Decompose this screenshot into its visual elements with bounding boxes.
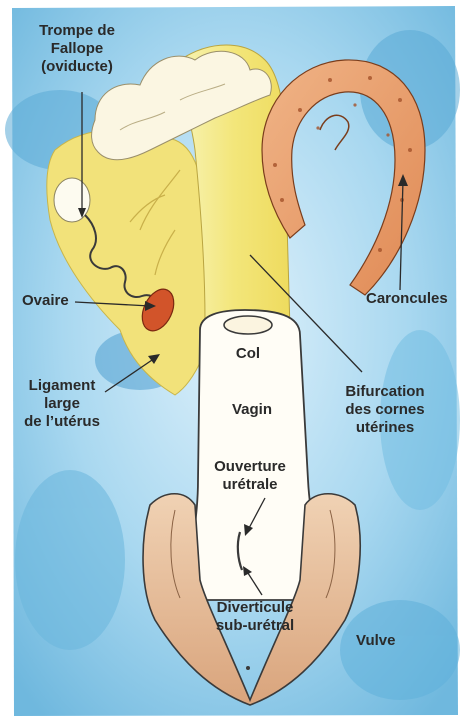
cervix-shape: [224, 316, 272, 334]
label-trompe-line-3: (oviducte): [22, 58, 132, 76]
label-diverticule-line-2: sub-urétral: [195, 617, 315, 635]
label-ouverture-uretrale: Ouverture urétrale: [195, 458, 305, 494]
label-diverticule: Diverticule sub-urétral: [195, 599, 315, 635]
label-bifurcation-line-2: des cornes: [320, 401, 450, 419]
label-caroncules-text: Caroncules: [366, 290, 448, 308]
label-diverticule-line-1: Diverticule: [195, 599, 315, 617]
label-col: Col: [218, 345, 278, 363]
label-vulve: Vulve: [356, 632, 395, 650]
label-ovaire: Ovaire: [22, 292, 69, 310]
label-ovaire-text: Ovaire: [22, 292, 69, 310]
label-caroncules: Caroncules: [366, 290, 448, 308]
label-ligament-large: Ligament large de l’utérus: [12, 377, 112, 431]
label-vagin: Vagin: [212, 401, 292, 419]
label-trompe-de-fallope: Trompe de Fallope (oviducte): [22, 22, 132, 76]
label-ligament-line-2: large: [12, 395, 112, 413]
label-bifurcation-line-3: utérines: [320, 419, 450, 437]
label-trompe-line-1: Trompe de: [22, 22, 132, 40]
label-bifurcation: Bifurcation des cornes utérines: [320, 383, 450, 437]
label-col-text: Col: [218, 345, 278, 363]
label-ouverture-line-2: urétrale: [195, 476, 305, 494]
vulva-point: [246, 666, 250, 670]
label-ligament-line-1: Ligament: [12, 377, 112, 395]
label-ligament-line-3: de l’utérus: [12, 413, 112, 431]
label-trompe-line-2: Fallope: [22, 40, 132, 58]
label-ouverture-line-1: Ouverture: [195, 458, 305, 476]
label-vagin-text: Vagin: [212, 401, 292, 419]
infundibulum-shape: [54, 178, 90, 222]
label-bifurcation-line-1: Bifurcation: [320, 383, 450, 401]
label-vulve-text: Vulve: [356, 632, 395, 650]
